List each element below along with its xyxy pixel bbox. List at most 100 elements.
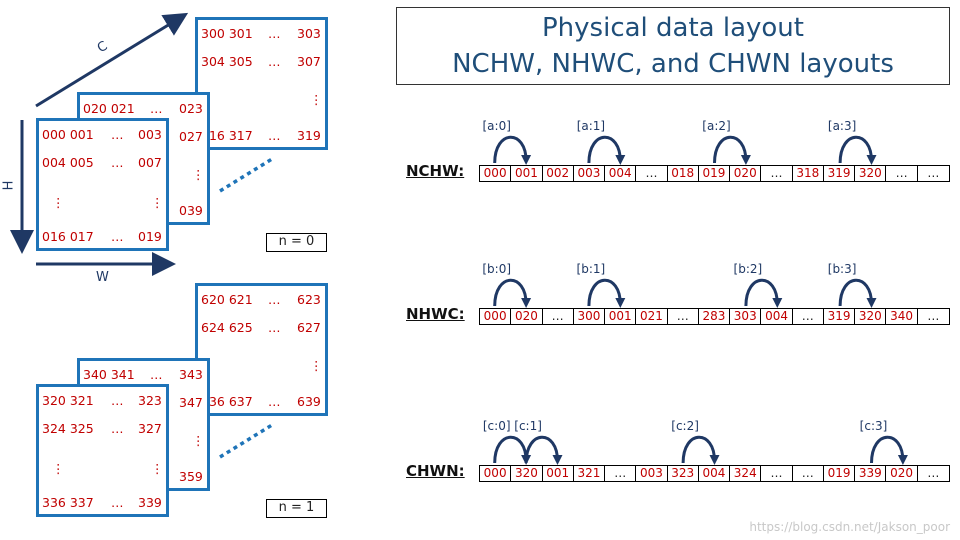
value-cell: 339 [138,495,162,510]
n-label: n = 0 [266,233,327,252]
value-cell: 007 [138,155,162,170]
channel-plane-back: 620 621 … 623 624 625 … 627 ⋮ 636 637 … … [195,283,328,416]
value-cell: 023 [179,101,203,116]
value-ellipsis: … [268,320,281,335]
memory-cell: … [927,309,940,323]
memory-cell: 320 [511,466,543,481]
memory-cell: 019 [699,166,731,181]
value-ellipsis: … [111,393,124,408]
value-cell: 340 341 [83,367,135,382]
value-cell: 303 [297,26,321,41]
index-label: [b:0] [482,262,512,276]
memory-cell: 324 [730,466,762,481]
memory-cell: 001 [543,466,574,481]
value-ellipsis: … [268,394,281,409]
value-ellipsis: … [111,127,124,142]
value-cell: 004 005 [42,155,94,170]
memory-cell: 018 [668,166,699,181]
memory-cell: … [761,466,793,481]
value-cell: 019 [138,229,162,244]
step-arc [681,435,716,464]
value-cell: 000 001 [42,127,94,142]
channel-plane-front: 000 001 … 003 004 005 … 007 ⋮ ⋮ 016 017 … [36,118,169,251]
index-label: [a:3] [827,119,857,133]
vertical-dots: ⋮ [310,92,323,107]
vertical-dots: ⋮ [52,461,65,476]
memory-cell: 283 [699,309,731,324]
memory-cell: 019 [824,466,856,481]
memory-cell: 000 [480,466,512,481]
value-cell: 027 [179,129,203,144]
memory-cell: 320 [855,309,887,324]
value-ellipsis: … [111,155,124,170]
value-ellipsis: … [268,26,281,41]
memory-cell: … [793,309,824,324]
memory-cell: 319 [824,166,856,181]
value-cell: 636 637 [201,394,253,409]
memory-cell: 020 [511,309,543,324]
memory-cell: 004 [761,309,793,324]
value-cell: 320 321 [42,393,94,408]
value-ellipsis: … [268,292,281,307]
c-axis-arrow [35,12,189,108]
memory-cell: 321 [574,466,606,481]
value-cell: 020 021 [83,101,135,116]
value-cell: 347 [179,395,203,410]
index-label: [b:1] [576,262,606,276]
memory-cell: … [927,466,940,480]
value-cell: 639 [297,394,321,409]
memory-cell: 001 [605,309,637,324]
step-arc [493,435,528,464]
memory-cell: … [605,466,637,481]
memory-cell: 003 [574,166,606,181]
step-arc [587,135,622,164]
memory-cell: 004 [605,166,637,181]
step-arc-head [521,155,532,165]
channel-plane-back: 300 301 … 303 304 305 … 307 ⋮ 316 317 … … [195,17,328,150]
value-cell: 319 [297,128,321,143]
value-cell: 327 [138,421,162,436]
step-arc-head [615,298,626,308]
vertical-dots: ⋮ [192,433,205,448]
index-label: [c:1] [514,419,542,433]
index-label: [c:3] [859,419,888,433]
value-cell: 316 317 [201,128,253,143]
step-arc [713,135,748,164]
w-axis-label: W [96,270,109,285]
title-box: Physical data layout NCHW, NHWC, and CHW… [396,7,950,85]
index-label: [a:0] [482,119,511,133]
memory-cell: … [886,166,918,181]
step-arc-head [897,455,908,465]
index-label: [b:2] [733,262,763,276]
value-cell: 016 017 [42,229,94,244]
memory-cell: … [761,166,793,181]
memory-cell: 003 [636,466,668,481]
title-line-2: NCHW, NHWC, and CHWN layouts [452,49,894,79]
vertical-dots: ⋮ [151,461,164,476]
value-cell: 624 625 [201,320,253,335]
memory-cell: 020 [886,466,918,481]
step-arc [587,278,622,307]
n-label: n = 1 [266,499,327,518]
memory-cell: 021 [636,309,668,324]
vertical-dots: ⋮ [310,358,323,373]
memory-cell: 300 [574,309,606,324]
memory-cell: 002 [543,166,574,181]
value-ellipsis: … [111,495,124,510]
step-arc-head [552,455,563,465]
value-ellipsis: … [111,229,124,244]
value-cell: 623 [297,292,321,307]
step-arc [524,435,559,464]
value-cell: 324 325 [42,421,94,436]
step-arc-head [709,455,720,465]
step-arc [838,135,873,164]
memory-cell: … [668,309,699,324]
index-label: [c:2] [671,419,699,433]
memory-cell: 000 [480,166,512,181]
memory-cell: … [793,466,824,481]
memory-cell: 323 [668,466,699,481]
value-ellipsis: … [150,367,163,382]
depth-dots-line [219,423,273,459]
value-cell: 620 621 [201,292,253,307]
